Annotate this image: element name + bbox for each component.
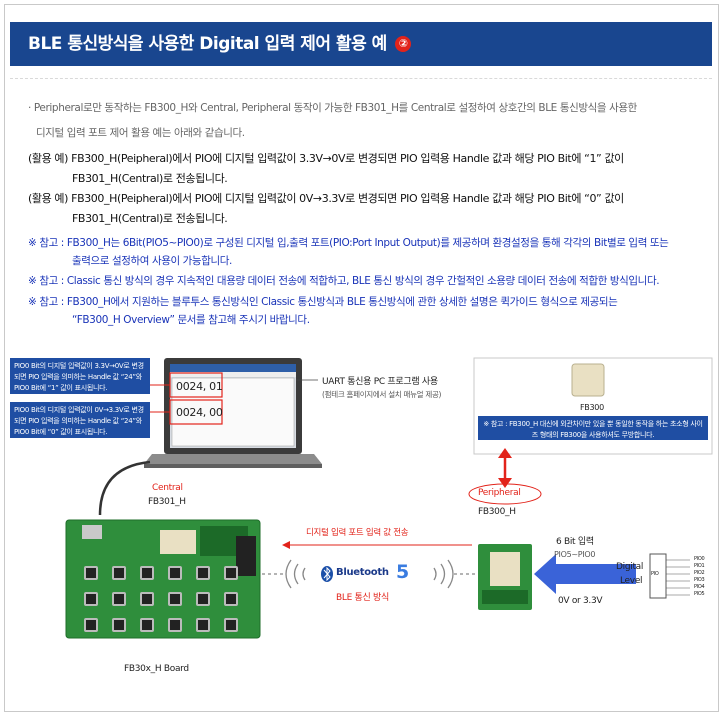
board-push-button: [84, 592, 98, 606]
board-label: FB30x_H Board: [124, 664, 189, 674]
vertical-arrow: [498, 448, 512, 488]
example-2-line-2: FB301_H(Central)로 전송됩니다.: [72, 212, 228, 225]
pio-pin-2: PIO2: [694, 570, 705, 576]
voltage-label: 0V or 3.3V: [558, 596, 603, 606]
section-title-bar: BLE 통신방식을 사용한 Digital 입력 제어 활용 예 ②: [10, 22, 712, 66]
laptop-illustration: [144, 358, 322, 468]
intro-line-2: 디지털 입력 포트 제어 활용 예는 아래와 같습니다.: [36, 127, 245, 139]
central-label: Central: [152, 483, 183, 493]
peripheral-label: Peripheral: [478, 488, 521, 498]
note-1-line-1: ※ 참고 : FB300_H는 6Bit(PIO5~PIO0)로 구성된 디지털…: [28, 237, 669, 249]
pio-pin-5: PIO5: [694, 591, 705, 597]
note-3-line-2: “FB300_H Overview” 문서를 참고해 주시기 바랍니다.: [72, 314, 310, 326]
example-1-line-2: FB301_H(Central)로 전송됩니다.: [72, 172, 228, 185]
pio-pin-0: PIO0: [694, 556, 705, 562]
board-push-button: [224, 566, 238, 580]
fb300-note: ※ 참고 : FB300_H 대신에 외관차이만 있을 뿐 동일한 동작을 하는…: [478, 416, 708, 440]
diagram: PIO0 Bit의 디지털 입력값이 3.3V→0V로 변경되면 PIO 입력을…: [0, 340, 725, 718]
board-push-button: [196, 592, 210, 606]
digital-level-label-1: Digital: [616, 562, 644, 572]
board-push-button: [224, 618, 238, 632]
fb300h-label: FB300_H: [478, 507, 516, 517]
transfer-label: 디지털 입력 포트 입력 값 전송: [306, 528, 409, 538]
board-push-button: [112, 566, 126, 580]
screen-value-1: 0024, 01: [176, 380, 223, 393]
input-label: 6 Bit 입력: [556, 537, 594, 547]
board-push-button: [196, 618, 210, 632]
bluetooth-label: Bluetooth: [336, 567, 389, 578]
bluetooth-waves: [262, 559, 476, 589]
diagram-graphics: [65, 357, 713, 639]
pio-pin-3: PIO3: [694, 577, 705, 583]
board-push-button: [84, 618, 98, 632]
example-2-line-1: (활용 예) FB300_H(Peipheral)에서 PIO에 디지털 입력값…: [28, 192, 624, 205]
intro-line-1: · Peripheral로만 동작하는 FB300_H와 Central, Pe…: [28, 102, 637, 114]
note-2-line-1: ※ 참고 : Classic 통신 방식의 경우 지속적인 대용량 데이터 전송…: [28, 275, 660, 287]
pio-pin-1: PIO1: [694, 563, 705, 569]
board-push-button: [140, 566, 154, 580]
input-arrow: [534, 554, 636, 594]
fb30x-board: [65, 519, 261, 639]
bluetooth-version: 5: [396, 561, 409, 583]
pio-chip: [649, 553, 690, 599]
section-number-badge: ②: [395, 36, 412, 52]
screen-value-2: 0024, 00: [176, 406, 223, 419]
board-push-button: [196, 566, 210, 580]
board-push-button: [224, 592, 238, 606]
fb300-module: [571, 363, 605, 397]
board-push-button: [112, 618, 126, 632]
board-push-button: [168, 566, 182, 580]
board-push-button: [84, 566, 98, 580]
board-push-button: [168, 618, 182, 632]
example-1-line-1: (활용 예) FB300_H(Peipheral)에서 PIO에 디지털 입력값…: [28, 152, 624, 165]
board-push-button: [168, 592, 182, 606]
transfer-arrow: [282, 541, 472, 549]
section-title: BLE 통신방식을 사용한 Digital 입력 제어 활용 예: [28, 34, 387, 54]
bluetooth-icon: [321, 566, 333, 582]
board-push-button: [140, 618, 154, 632]
board-push-button: [140, 592, 154, 606]
note-3-line-1: ※ 참고 : FB300_H에서 지원하는 블루투스 통신방식인 Classic…: [28, 296, 618, 308]
ble-label: BLE 통신 방식: [336, 593, 390, 603]
note-1-line-2: 출력으로 설정하여 사용이 가능합니다.: [72, 255, 232, 267]
content-frame: [4, 4, 719, 712]
peripheral-ellipse: [468, 483, 542, 505]
digital-level-label-2: Level: [620, 576, 643, 586]
pio-pin-4: PIO4: [694, 584, 705, 590]
board-push-button: [112, 592, 126, 606]
uart-sub-label: (펌테크 홈페이지에서 설치 매뉴얼 제공): [322, 390, 442, 399]
uart-label: UART 통신용 PC 프로그램 사용: [322, 377, 438, 387]
fb300h-module: [478, 544, 532, 610]
pio-chip-label: PIO: [651, 571, 659, 577]
callout-box-1: PIO0 Bit의 디지털 입력값이 3.3V→0V로 변경되면 PIO 입력을…: [10, 358, 150, 394]
fb300-label: FB300: [580, 403, 604, 412]
fb301-label: FB301_H: [148, 497, 186, 507]
usb-cable: [98, 460, 151, 516]
callout-box-2: PIO0 Bit의 디지털 입력값이 0V→3.3V로 변경되면 PIO 입력을…: [10, 402, 150, 438]
divider: [10, 78, 712, 79]
pio-range-label: PIO5~PIO0: [554, 550, 596, 559]
